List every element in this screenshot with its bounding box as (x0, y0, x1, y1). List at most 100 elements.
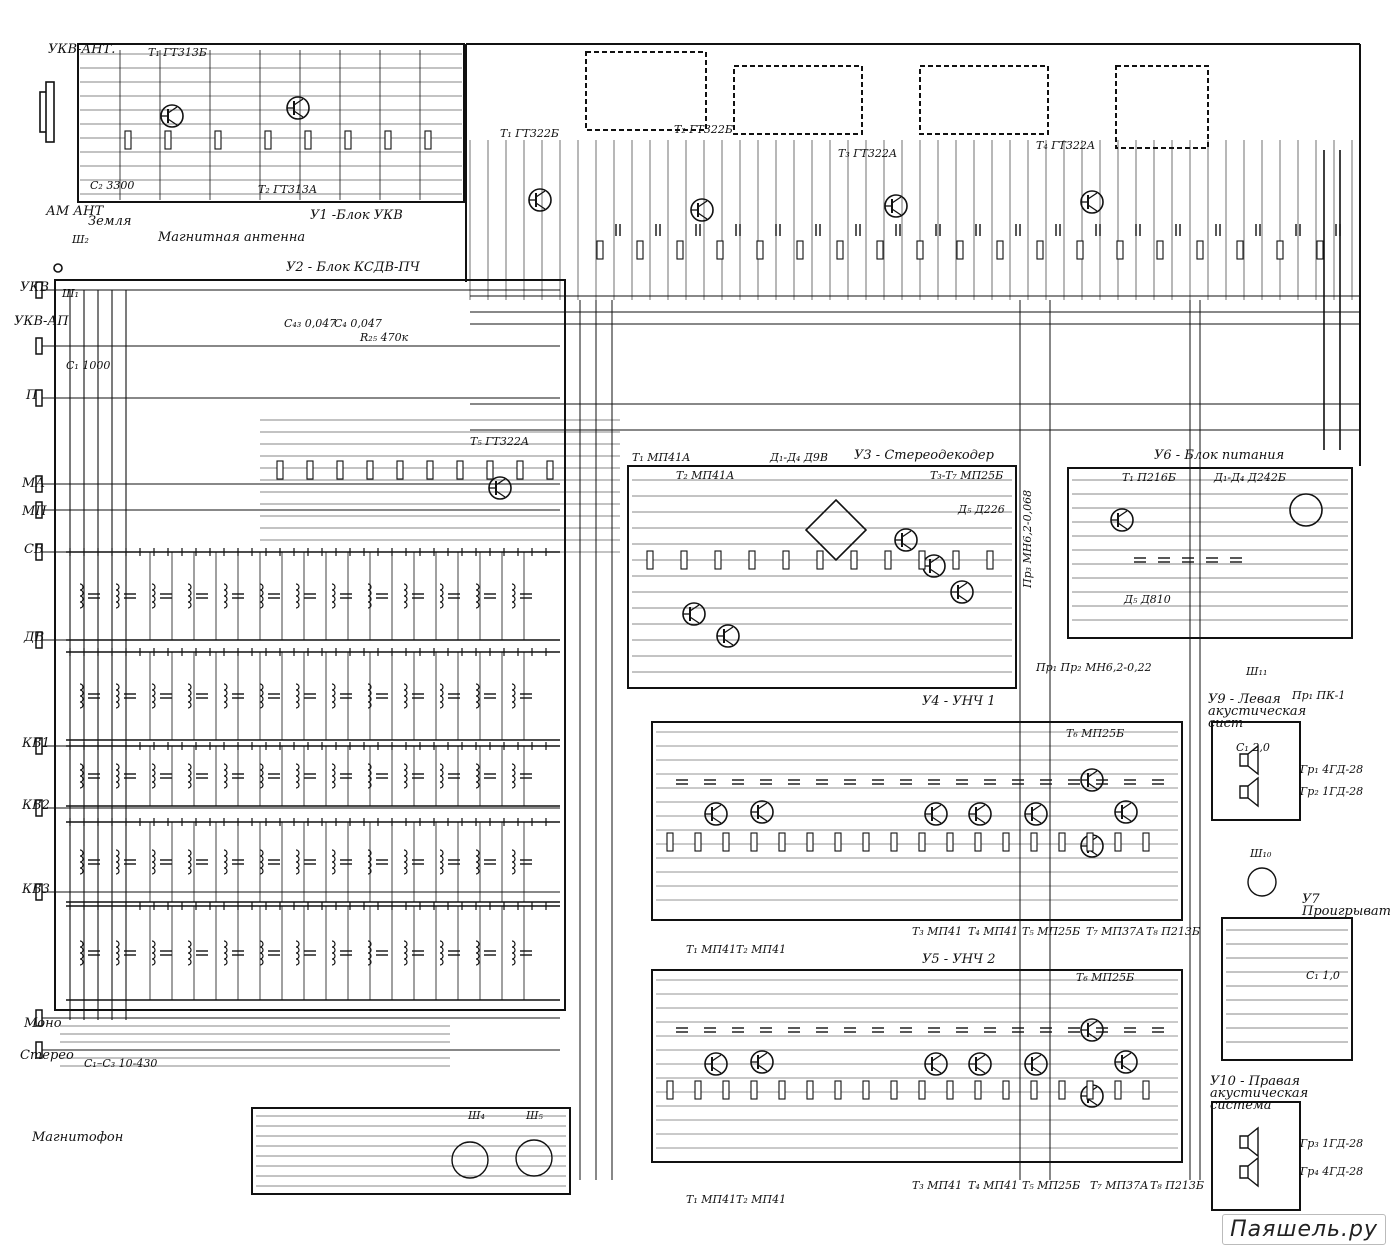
label-ukv-ap[interactable]: УКВ-АП (14, 314, 69, 329)
inductor (115, 763, 120, 789)
label-kv2[interactable]: КВ2 (22, 798, 50, 813)
capacitor (871, 779, 885, 785)
label-u4-t2: T₂ МП41 (736, 943, 787, 956)
u4-block (651, 721, 1183, 921)
switch-pin[interactable] (35, 337, 43, 355)
capacitor (1095, 223, 1101, 237)
capacitor (159, 693, 173, 699)
switch-pin[interactable] (35, 631, 43, 649)
label-mp[interactable]: МП (22, 504, 47, 519)
switch-pin[interactable] (35, 737, 43, 755)
inductor (367, 940, 372, 966)
label-spk-r4: Гр₄ 4ГД-28 (1300, 1165, 1364, 1178)
label-u6-diodes: Д₁-Д₄ Д242Б (1214, 471, 1286, 484)
transistor-amp (1114, 1050, 1138, 1074)
resistor (1002, 1080, 1010, 1100)
switch-pin[interactable] (35, 543, 43, 561)
label-switch-pk: Пр₁ ПК-1 (1292, 689, 1346, 702)
resistor (1076, 240, 1084, 260)
inductor (367, 763, 372, 789)
label-sh1[interactable]: Ш₁ (62, 287, 79, 300)
inductor (511, 683, 516, 709)
inductor (115, 683, 120, 709)
switch-pin[interactable] (35, 501, 43, 519)
label-sh4[interactable]: Ш₄ (468, 1109, 485, 1122)
label-magnetic-antenna: Магнитная антенна (158, 230, 306, 245)
switch-pin[interactable] (35, 1041, 43, 1059)
resistor (646, 550, 654, 570)
label-kv1[interactable]: КВ1 (22, 736, 50, 751)
label-sh11[interactable]: Ш₁₁ (1246, 665, 1268, 678)
resistor (276, 460, 284, 480)
resistor (164, 130, 172, 150)
resistor (424, 130, 432, 150)
din-socket[interactable] (451, 1141, 489, 1179)
label-u4-t4: T₄ МП41 (968, 925, 1019, 938)
capacitor (899, 1027, 913, 1033)
resistor (456, 460, 464, 480)
switch-pin[interactable] (35, 883, 43, 901)
transistor-ifa-2 (690, 198, 714, 222)
resistor (1058, 832, 1066, 852)
inductor (151, 940, 156, 966)
inductor (511, 583, 516, 609)
inductor (79, 683, 84, 709)
label-u6-zener: Д₅ Д810 (1124, 593, 1171, 606)
label-u4-t6: T₆ МП25Б (1066, 727, 1125, 740)
label-sh10[interactable]: Ш₁₀ (1250, 847, 1272, 860)
transistor-amp (1024, 802, 1048, 826)
resistor (952, 550, 960, 570)
u10-block (1211, 1101, 1301, 1211)
switch-pin[interactable] (35, 1009, 43, 1027)
capacitor (267, 773, 281, 779)
capacitor (303, 693, 317, 699)
label-dv[interactable]: ДВ (24, 630, 45, 645)
din-socket[interactable] (515, 1139, 553, 1177)
resistor (1086, 1080, 1094, 1100)
inductor (475, 940, 480, 966)
capacitor (1067, 1027, 1081, 1033)
inductor (223, 940, 228, 966)
label-kv3[interactable]: КВ3 (22, 882, 50, 897)
inductor (223, 763, 228, 789)
transistor-u6-t1 (1110, 508, 1134, 532)
label-mono[interactable]: Моно (24, 1016, 62, 1031)
label-u3-d5: Д₅ Д226 (958, 503, 1005, 516)
capacitor (1123, 1027, 1137, 1033)
transistor-amp (750, 800, 774, 824)
capacitor (375, 773, 389, 779)
label-sh2[interactable]: Ш₂ (72, 233, 89, 246)
inductor (115, 583, 120, 609)
label-ukv[interactable]: УКВ (20, 280, 50, 295)
speaker-icon (1239, 1126, 1259, 1158)
switch-pin[interactable] (35, 281, 43, 299)
block-title-u2: У2 - Блок КСДВ-ПЧ (286, 260, 420, 275)
resistor (750, 832, 758, 852)
capacitor (519, 693, 533, 699)
inductor (187, 940, 192, 966)
label-u3-t1: T₁ МП41А (632, 451, 691, 464)
resistor (486, 460, 494, 480)
label-c-10: C₁ 1,0 (1306, 969, 1340, 982)
capacitor (815, 223, 821, 237)
label-ma[interactable]: МА (22, 476, 46, 491)
resistor (946, 832, 954, 852)
capacitor (483, 693, 497, 699)
components (79, 96, 1341, 1188)
label-p[interactable]: П (26, 388, 38, 403)
switch-pin[interactable] (35, 799, 43, 817)
capacitor (339, 593, 353, 599)
switch-pin[interactable] (35, 389, 43, 407)
capacitor (195, 693, 209, 699)
label-stereo[interactable]: Стерео (20, 1048, 74, 1063)
turntable-socket[interactable] (1247, 867, 1277, 897)
switch-pin[interactable] (35, 475, 43, 493)
label-sh5[interactable]: Ш₅ (526, 1109, 543, 1122)
label-sv[interactable]: СВ (24, 542, 44, 557)
transistor-amp (924, 802, 948, 826)
resistor (836, 240, 844, 260)
capacitor (1229, 557, 1243, 563)
label-u5-t3: T₃ МП41 (912, 1179, 963, 1192)
inductor (151, 683, 156, 709)
